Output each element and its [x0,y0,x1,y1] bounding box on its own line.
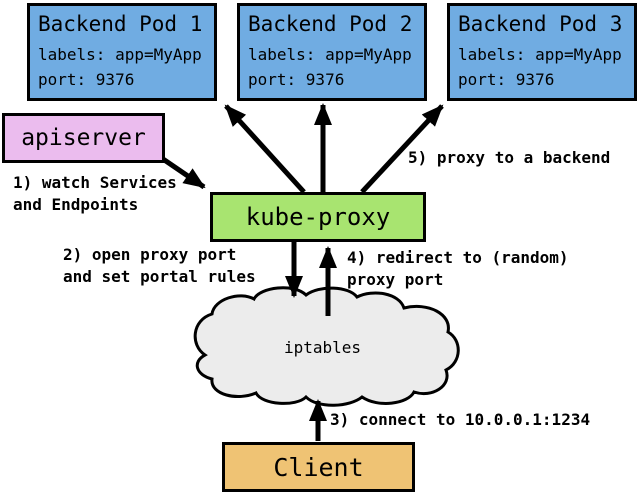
apiserver-box: apiserver [2,113,165,163]
pod-port: port: 9376 [248,70,345,89]
annotation-step1-watch-services: 1) watch Services and Endpoints [13,173,177,214]
pod-labels: labels: app=MyApp [38,45,202,64]
kube-proxy-box: kube-proxy [210,192,426,242]
pod-title: Backend Pod 1 [38,12,203,36]
annotation-step4-redirect: 4) redirect to (random) proxy port [347,248,569,289]
pod-labels: labels: app=MyApp [458,45,622,64]
backend-pod-2-box: Backend Pod 2 labels: app=MyApp port: 93… [237,3,427,101]
annotation-step3-connect: 3) connect to 10.0.0.1:1234 [330,410,591,429]
pod-labels: labels: app=MyApp [248,45,412,64]
pod-port: port: 9376 [38,70,135,89]
arrow-proxy-to-pod1 [224,104,306,194]
pod-title: Backend Pod 3 [458,12,623,36]
annotation-step5-proxy-backend: 5) proxy to a backend [408,148,611,167]
pod-title: Backend Pod 2 [248,12,413,36]
arrow-step1-watch [158,154,206,190]
pod-port: port: 9376 [458,70,555,89]
apiserver-label: apiserver [21,125,146,151]
iptables-cloud [193,286,460,407]
annotation-step2-open-proxy-port: 2) open proxy port and set portal rules [63,245,256,286]
kube-proxy-label: kube-proxy [245,203,391,231]
backend-pod-1-box: Backend Pod 1 labels: app=MyApp port: 93… [27,3,217,101]
arrow-proxy-to-pod3 [360,104,444,194]
client-label: Client [273,452,364,482]
iptables-label: iptables [283,338,362,357]
client-box: Client [222,442,415,492]
backend-pod-3-box: Backend Pod 3 labels: app=MyApp port: 93… [447,3,637,101]
